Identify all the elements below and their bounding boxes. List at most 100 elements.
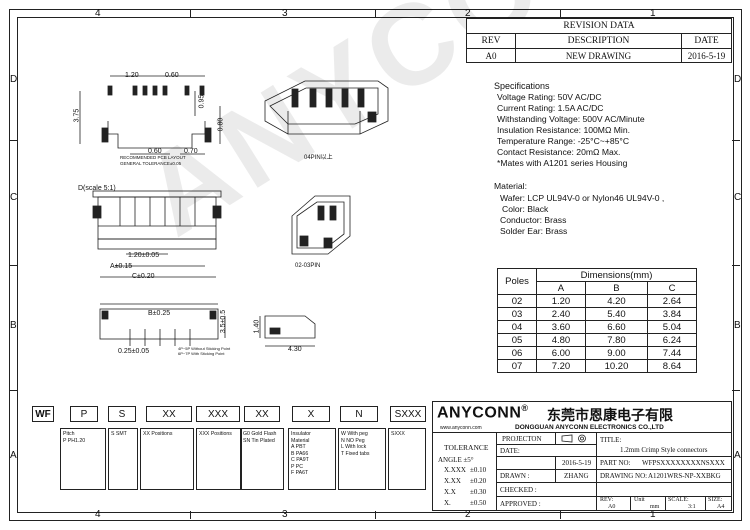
desc-positions: XX Positions: [140, 428, 194, 490]
col-b: B: [584, 281, 649, 295]
unit-value: mm: [650, 504, 660, 510]
poles-cell: 03: [497, 307, 537, 321]
dim-080: 0.80: [217, 117, 225, 132]
scale-label: SCALE:: [668, 497, 689, 503]
poles-cell: 07: [497, 359, 537, 373]
pcb-layout-view: [79, 75, 221, 155]
dimension-cell: 7.20: [536, 359, 586, 373]
tolerance-note: GENERAL TOLERANCE±0.05: [120, 161, 182, 166]
dimension-cell: 5.40: [584, 307, 649, 321]
tol-x0-value: ±0.50: [470, 499, 487, 507]
pin-note-2: 6P~7P With Sticking Point: [178, 351, 225, 356]
dimension-cell: 7.80: [584, 333, 649, 347]
specs-title: Specifications: [494, 81, 550, 91]
isometric-2pin-view: [291, 195, 351, 255]
tol-x0-label: X.: [444, 499, 451, 507]
tolerance-title: TOLERANCE: [444, 443, 489, 452]
zone-left-d: D: [10, 74, 18, 85]
company-name-cn: 东莞市恩康电子有限: [547, 408, 673, 424]
dim-120: 1.20: [125, 72, 139, 79]
bottom-view: [99, 303, 226, 346]
projection-icon: [561, 434, 586, 443]
dim-060: 0.60: [165, 72, 179, 79]
company-name-en: DONGGUAN ANYCONN ELECTRONICS CO.,LTD: [515, 424, 664, 431]
title-label: TITLE:: [600, 436, 622, 444]
material-color: Color: Black: [502, 204, 549, 214]
zone-right-b: B: [734, 320, 741, 331]
dim-c: C±0.20: [132, 273, 155, 280]
title-value: 1.2mm Crimp Style connectors: [620, 446, 708, 454]
zone-bottom-3: 3: [282, 509, 288, 520]
spec-insulation: Insulation Resistance: 100MΩ Min.: [497, 125, 631, 135]
material-title: Material:: [494, 181, 527, 191]
pcb-layout-label: RECOMMENDED PCB LAYOUT: [120, 155, 186, 160]
zone-top-1: 1: [650, 8, 656, 19]
dimension-cell: 3.60: [536, 320, 586, 334]
approved-label: APPROVED :: [500, 500, 541, 508]
isometric-4pin-view: [264, 80, 389, 135]
dim-a: A±0.15: [110, 263, 133, 270]
dimension-cell: 5.04: [647, 320, 697, 334]
pin-note-1: 4P~5P Without Sticking Point: [178, 346, 231, 351]
dim-375: 3.75: [73, 108, 81, 123]
unit-label: Unit: [634, 497, 645, 503]
projection-label: PROJECTON: [502, 435, 542, 443]
dimension-cell: 9.00: [584, 346, 649, 360]
description-value: NEW DRAWING: [515, 48, 682, 63]
tol-xx-label: X.XX: [444, 477, 461, 485]
zone-top-3: 3: [282, 8, 288, 19]
dimension-cell: 6.60: [584, 320, 649, 334]
dim-3: 3.5±0.5: [220, 309, 228, 334]
spec-mates: *Mates with A1201 series Housing: [497, 158, 628, 168]
spec-temperature: Temperature Range: -25°C~+85°C: [497, 136, 630, 146]
code-xx: XX: [146, 406, 192, 422]
revision-title: REVISION DATA: [466, 18, 732, 34]
code-sxxx: SXXX: [390, 406, 426, 422]
date-value-tb: 2016-5-19: [562, 459, 592, 467]
tol-xx-value: ±0.20: [470, 477, 487, 485]
zone-bottom-4: 4: [95, 509, 101, 520]
col-c: C: [647, 281, 697, 295]
tolerance-angle: ANGLE ±5°: [438, 456, 474, 464]
company-name: ANYCONN®: [437, 403, 529, 422]
dimension-cell: 7.44: [647, 346, 697, 360]
dimension-cell: 4.80: [536, 333, 586, 347]
code-wf: WF: [32, 406, 54, 422]
dimensions-title: Dimensions(mm): [536, 268, 697, 282]
dim-120b: 1.20±0.05: [128, 252, 160, 259]
dimension-cell: 6.24: [647, 333, 697, 347]
dimension-cell: 4.20: [584, 294, 649, 308]
zone-top-2: 2: [465, 8, 471, 19]
zone-bottom-2: 2: [465, 509, 471, 520]
code-xxx: XXX: [196, 406, 240, 422]
date-label: DATE:: [500, 447, 520, 455]
poles-header: Poles: [497, 268, 537, 295]
tol-x-label: X.X: [444, 488, 456, 496]
desc-sxxx: SXXX: [388, 428, 426, 490]
zone-bottom-1: 1: [650, 509, 656, 520]
zone-left-a: A: [10, 450, 17, 461]
drawing-views: [79, 75, 389, 347]
dimension-cell: 6.00: [536, 346, 586, 360]
dim-070: 0.70: [184, 148, 198, 155]
dim-025: 0.25±0.05: [118, 348, 150, 355]
code-x-material: X: [292, 406, 330, 422]
spec-list: Voltage Rating: 50V AC/DC Current Rating…: [497, 92, 645, 169]
tol-xxx-value: ±0.10: [470, 466, 487, 474]
dim-060b: 0.60: [148, 148, 162, 155]
material-solder: Solder Ear: Brass: [500, 226, 568, 236]
side-view: [259, 315, 316, 347]
zone-right-a: A: [734, 450, 741, 461]
detail-label: D(scale 5:1): [78, 185, 116, 192]
material-conductor: Conductor: Brass: [500, 215, 567, 225]
checked-label: CHECKED :: [500, 486, 537, 494]
front-view: [92, 190, 222, 278]
dimension-cell: 2.40: [536, 307, 586, 321]
dim-140: 1.40: [253, 319, 261, 334]
date-value: 2016-5-19: [681, 48, 732, 63]
rev-value-tb: A0: [608, 504, 616, 510]
